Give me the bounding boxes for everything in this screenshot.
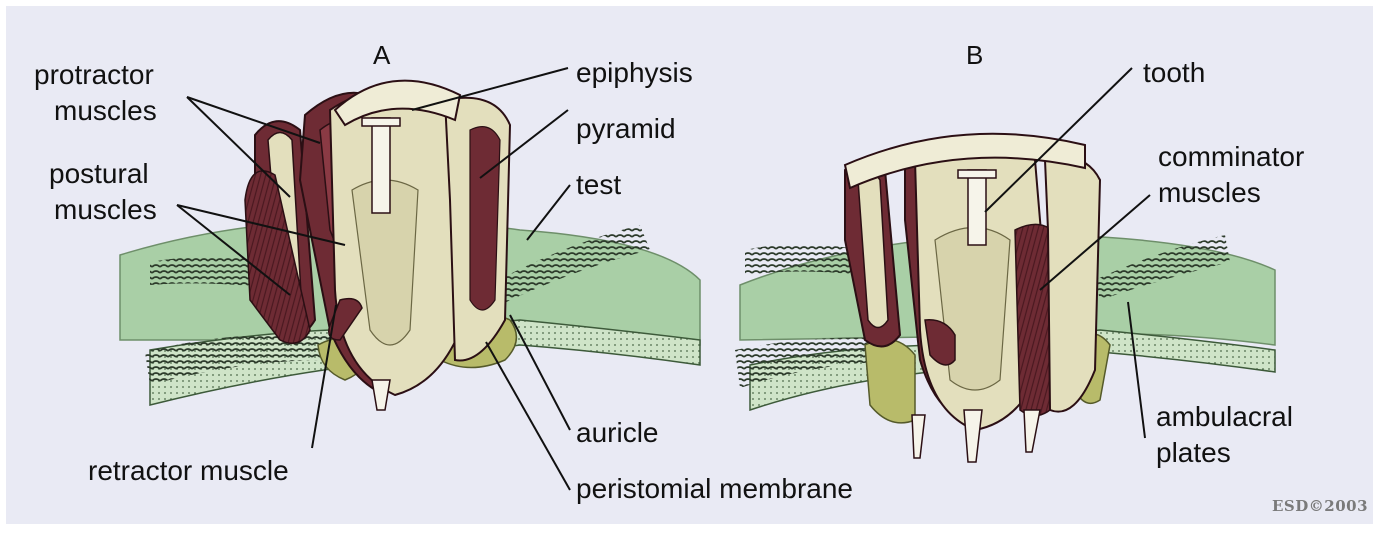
label-test: test (576, 168, 621, 202)
label-comminator-line2: muscles (1158, 176, 1261, 210)
panel-label-b: B (966, 38, 983, 72)
label-protractor-line1: protractor (34, 58, 154, 92)
panel-label-a: A (373, 38, 390, 72)
label-peristomial: peristomial membrane (576, 472, 853, 506)
label-protractor-line2: muscles (54, 94, 157, 128)
label-pyramid: pyramid (576, 112, 676, 146)
auricle-shape-b (865, 339, 915, 422)
leader-protractor-2 (187, 97, 320, 143)
label-comminator-line1: comminator (1158, 140, 1304, 174)
label-postural-line2: muscles (54, 193, 157, 227)
label-epiphysis: epiphysis (576, 56, 693, 90)
copyright-credit: ESD©2003 (1272, 497, 1368, 515)
tooth-tips-b (912, 410, 1040, 462)
spines-left-b (745, 244, 860, 275)
label-auricle: auricle (576, 416, 658, 450)
tooth-shape-a (372, 118, 390, 213)
label-retractor: retractor muscle (88, 454, 289, 488)
label-tooth: tooth (1143, 56, 1205, 90)
label-postural-line1: postural (49, 157, 149, 191)
label-ambulacral-line1: ambulacral (1156, 400, 1293, 434)
label-ambulacral-line2: plates (1156, 436, 1231, 470)
leader-peristomial (486, 342, 570, 490)
pyramid-right-b (1045, 158, 1100, 412)
tooth-shape-b (968, 170, 986, 245)
